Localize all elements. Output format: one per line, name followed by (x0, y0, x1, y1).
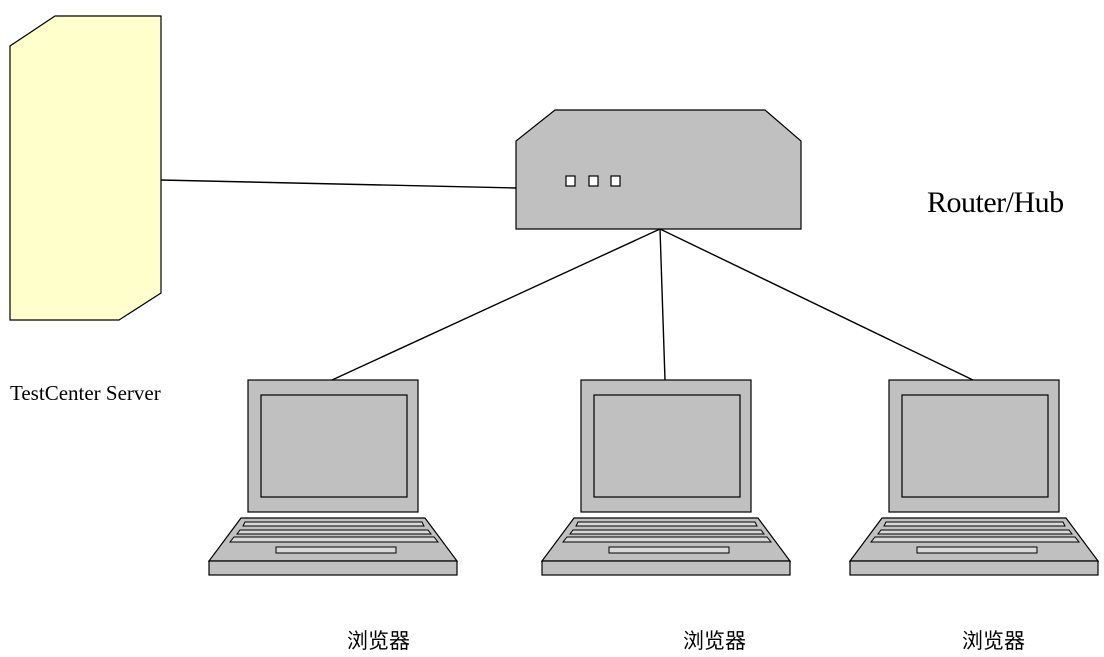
client-label-2: 浏览器 (683, 629, 746, 652)
connections (159, 179, 974, 381)
laptop-icon (849, 379, 1099, 576)
client-label-1: 浏览器 (347, 629, 410, 652)
laptop-icon (541, 379, 791, 576)
client-label-3: 浏览器 (962, 629, 1025, 652)
link-router-client-3 (659, 228, 974, 381)
router-port-1 (565, 175, 576, 187)
router-label: Router/Hub (927, 186, 1064, 219)
router-hub-icon (515, 109, 802, 230)
link-router-client-1 (331, 228, 661, 381)
server-body (9, 15, 162, 321)
router-port-2 (588, 175, 599, 187)
laptop-icon (208, 379, 458, 576)
server-label: TestCenter Server (10, 381, 161, 405)
server-tower-icon (9, 15, 162, 321)
router-port-3 (610, 175, 621, 187)
router-body (515, 109, 802, 230)
link-server-router (159, 179, 517, 189)
link-router-client-2 (659, 228, 666, 381)
